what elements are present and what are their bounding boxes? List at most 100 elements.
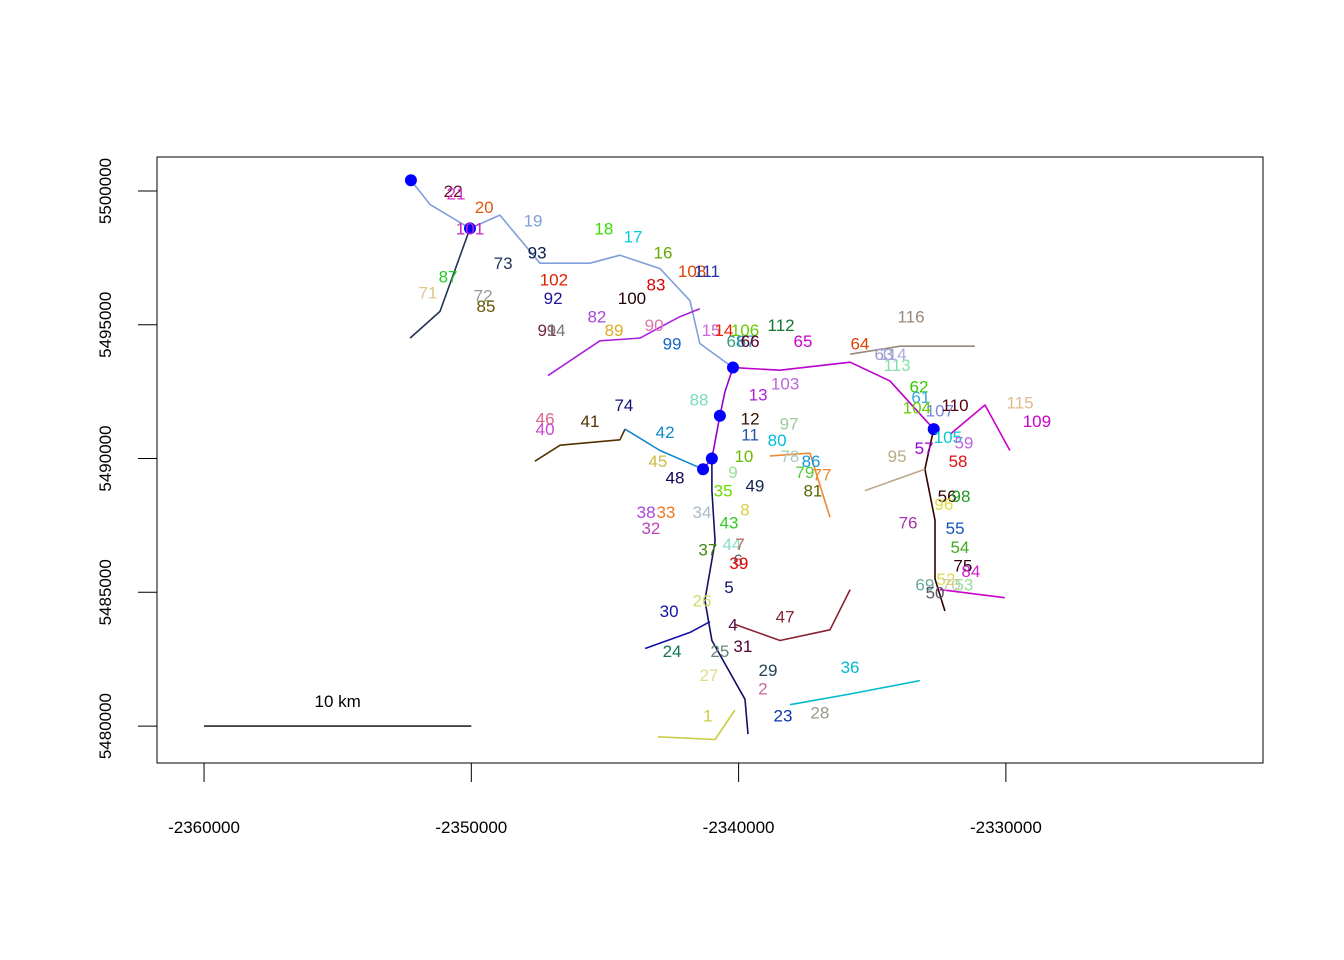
stream-label: 111 <box>694 262 720 281</box>
stream-line <box>409 228 471 339</box>
stream-label: 93 <box>528 244 547 263</box>
stream-label: 18 <box>594 219 613 238</box>
stream-label: 113 <box>884 356 911 375</box>
stream-label: 114 <box>880 345 907 364</box>
stream-line <box>949 404 1011 451</box>
stream-label: 7 <box>735 535 744 554</box>
stream-label: 69 <box>915 575 934 594</box>
stream-line <box>734 589 851 642</box>
stream-label: 4 <box>728 615 737 634</box>
stream-label: 101 <box>456 219 484 238</box>
stream-label: 20 <box>475 198 494 217</box>
y-tick-label: 5485000 <box>96 559 115 625</box>
stream-label: 79 <box>795 463 814 482</box>
stream-label: 75 <box>953 557 972 576</box>
stream-label: 90 <box>645 316 664 335</box>
stream-label: 66 <box>741 332 760 351</box>
stream-label: 82 <box>587 308 606 327</box>
stream-label: 21 <box>447 185 466 204</box>
stream-label: 50 <box>926 583 945 602</box>
stream-label: 41 <box>581 412 600 431</box>
plot-frame <box>156 156 1264 764</box>
stream-label: 88 <box>690 391 709 410</box>
stream-label: 99 <box>663 334 682 353</box>
stream-label: 6 <box>733 551 742 570</box>
stream-label: 86 <box>802 452 821 471</box>
outlet-point <box>463 222 476 235</box>
stream-label: 78 <box>780 447 799 466</box>
stream-line <box>547 307 701 377</box>
y-tick-label: 5480000 <box>96 693 115 759</box>
stream-label: 104 <box>903 399 931 418</box>
stream-label: 52 <box>937 570 956 589</box>
stream-label: 56 <box>938 487 957 506</box>
stream-label: 13 <box>749 385 768 404</box>
stream-label: 59 <box>954 433 973 452</box>
streams-layer <box>409 179 1011 741</box>
stream-label: 96 <box>934 495 953 514</box>
stream-label: 112 <box>768 316 795 335</box>
stream-label: 5 <box>724 578 733 597</box>
stream-label: 105 <box>934 428 962 447</box>
stream-label: 19 <box>524 211 543 230</box>
stream-label: 70 <box>942 575 961 594</box>
stream-label: 55 <box>946 519 965 538</box>
stream-label: 1 <box>703 706 712 725</box>
stream-label: 27 <box>699 666 718 685</box>
stream-label: 37 <box>698 540 717 559</box>
stream-line <box>704 458 749 735</box>
stream-label: 80 <box>768 431 787 450</box>
stream-label: 98 <box>952 487 971 506</box>
y-tick-label: 5500000 <box>96 158 115 224</box>
stream-label: 74 <box>614 396 633 415</box>
scale-bar: 10 km <box>204 692 472 727</box>
x-tick-label: -2330000 <box>970 818 1042 837</box>
stream-line <box>624 428 704 470</box>
stream-label: 94 <box>547 321 566 340</box>
stream-label: 36 <box>841 658 860 677</box>
stream-line <box>864 468 926 492</box>
stream-label: 17 <box>624 227 643 246</box>
stream-label: 64 <box>850 334 869 353</box>
stream-label: 110 <box>942 396 969 415</box>
outlet-point <box>927 423 940 436</box>
stream-label: 26 <box>693 591 712 610</box>
stream-label: 23 <box>774 706 793 725</box>
stream-label: 76 <box>899 514 918 533</box>
stream-label: 39 <box>729 554 748 573</box>
stream-label: 106 <box>731 321 759 340</box>
stream-label: 103 <box>771 375 799 394</box>
outlet-point <box>726 361 739 374</box>
stream-label: 25 <box>710 642 729 661</box>
stream-label: 95 <box>888 447 907 466</box>
stream-label: 57 <box>915 439 934 458</box>
stream-label: 31 <box>733 637 752 656</box>
y-tick-label: 5495000 <box>96 292 115 358</box>
stream-label: 108 <box>678 262 706 281</box>
stream-label: 48 <box>666 468 685 487</box>
stream-label: 61 <box>911 388 930 407</box>
stream-label: 8 <box>740 500 749 519</box>
stream-label: 77 <box>813 466 832 485</box>
stream-label: 89 <box>605 321 624 340</box>
outlet-points-layer <box>404 174 940 476</box>
stream-label: 83 <box>647 276 666 295</box>
stream-label: 67 <box>737 332 756 351</box>
stream-label: 54 <box>950 538 969 557</box>
stream-line <box>924 428 946 612</box>
stream-line <box>732 361 935 430</box>
stream-label: 9 <box>728 463 737 482</box>
scale-bar-label: 10 km <box>315 692 361 711</box>
stream-label: 107 <box>926 401 954 420</box>
stream-label: 100 <box>618 289 646 308</box>
stream-label: 45 <box>648 452 667 471</box>
stream-label: 46 <box>536 409 555 428</box>
stream-label: 85 <box>477 297 496 316</box>
stream-label: 102 <box>540 270 568 289</box>
stream-line <box>849 345 975 355</box>
stream-label: 115 <box>1006 393 1033 412</box>
stream-label: 10 <box>734 447 753 466</box>
stream-label: 92 <box>544 289 563 308</box>
